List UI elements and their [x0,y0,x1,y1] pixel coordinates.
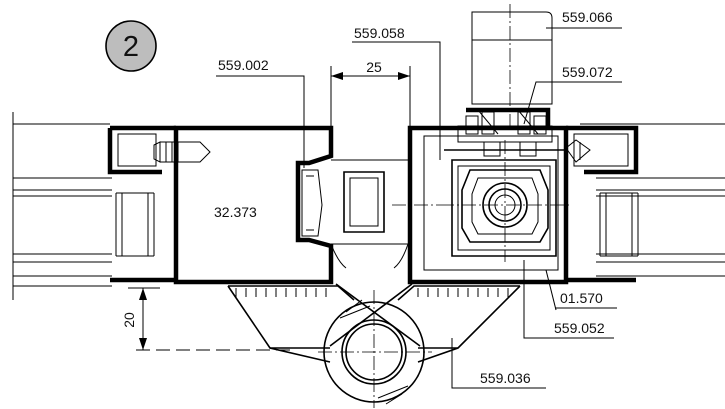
dimension-25: 25 [330,59,411,128]
bottom-bracket [227,283,521,408]
left-wall-section [12,112,211,300]
right-profile [407,125,572,285]
detail-badge: 2 [105,20,157,72]
label-559-072: 559.072 [562,64,613,80]
label-559-052: 559.052 [554,320,605,336]
label-559-058: 559.058 [354,25,405,41]
label-01-570: 01.570 [560,290,603,306]
top-clamp-assembly [444,4,566,157]
dimension-gap-width: 25 [366,59,382,75]
dimension-20: 20 [121,287,290,351]
right-wall-section [565,123,725,277]
left-profile [173,125,334,285]
detail-number: 2 [123,31,139,63]
label-559-002: 559.002 [218,57,269,73]
label-559-036: 559.036 [480,370,531,386]
label-32-373: 32.373 [214,204,257,220]
dimension-offset-height: 20 [121,312,137,328]
label-559-066: 559.066 [562,9,613,25]
leader-lines [216,27,622,389]
middle-connector [330,159,440,269]
